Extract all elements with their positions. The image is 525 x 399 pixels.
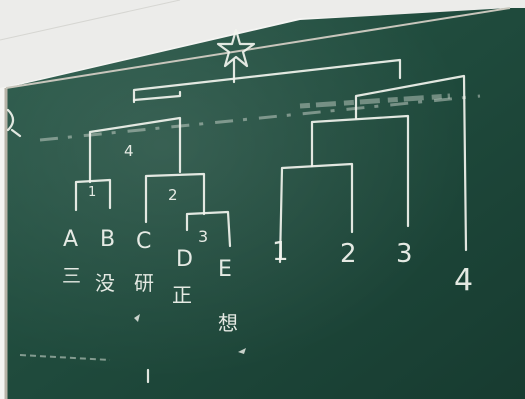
leaf-c: C: [136, 229, 151, 254]
leaf-note-b: 没: [95, 271, 115, 295]
smudge-line-2: [299, 93, 451, 109]
leaf-note-e: 想: [218, 311, 238, 335]
root-left-drop: [132, 90, 182, 102]
right-leaf-4: 4: [454, 263, 473, 298]
leaf-note-d: 正: [172, 283, 192, 307]
right-tree-labels: 1 2 3 4: [272, 237, 473, 298]
root-bar: [132, 58, 402, 104]
smudge-line: [39, 94, 481, 142]
board-frame-top: [5, 7, 511, 89]
left-tree-labels: A B C D E 三 没 研 正 想 1 2 3 4: [62, 142, 238, 335]
leaf-note-a: 三: [62, 265, 81, 287]
right-leaf-2: 2: [340, 239, 357, 269]
cluster-2-bar: [144, 172, 206, 224]
edge-scribble: [6, 108, 22, 138]
right-leaf-1: 1: [272, 237, 289, 267]
right-leaf-3: 3: [396, 239, 413, 269]
cluster-1-bar: [74, 178, 112, 212]
cluster-4-bar: [88, 116, 182, 184]
right-cluster-1234-bar: [354, 74, 468, 252]
chalk-mark-2: [238, 348, 246, 354]
cluster-mark-2: 2: [168, 186, 178, 204]
right-cluster-12-bar: [278, 162, 354, 264]
cluster-mark-4: 4: [124, 142, 134, 160]
leaf-e: E: [218, 257, 232, 282]
leaf-a: A: [63, 227, 78, 252]
cluster-3-bar: [185, 210, 232, 248]
board-glare: [6, 8, 525, 399]
leaf-d: D: [176, 247, 193, 272]
ceiling-seam: [0, 0, 181, 41]
smudge-bottom: [19, 354, 111, 361]
cluster-mark-1: 1: [88, 185, 96, 200]
leaf-note-c: 研: [134, 271, 154, 295]
ceiling: [0, 0, 525, 88]
star-icon: [216, 28, 256, 68]
leaf-b: B: [100, 227, 115, 252]
chalk-mark: [134, 314, 140, 322]
right-cluster-123-bar: [310, 114, 410, 228]
cluster-mark-3: 3: [198, 227, 208, 246]
